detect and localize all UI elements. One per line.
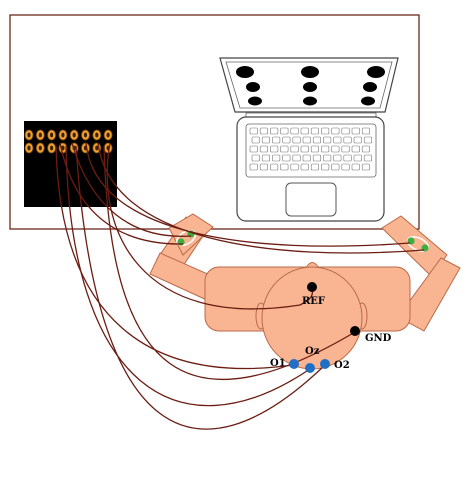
oz-electrode [305,363,315,373]
amplifier-connector-hole [50,145,54,151]
keyboard-key [341,127,350,135]
keyboard-key [321,127,330,135]
amplifier-connector-hole [95,145,99,151]
wire-right-wrist-1 [85,142,411,247]
keyboard-key [323,154,332,162]
keyboard-key [331,145,340,153]
wire-o2 [75,145,326,430]
keyboard-key [272,136,281,144]
keyboard-key [300,163,309,171]
keyboard-key [270,163,279,171]
flicker-stimulus-icon [236,66,385,106]
keyboard-key [259,163,269,171]
keyboard-key [292,154,301,162]
electrode-wires [55,142,425,430]
keyboard-key [282,154,291,162]
keyboard-key [259,127,269,135]
keyboard-key [351,163,360,171]
keyboard-key [333,154,342,162]
keyboard-key [300,145,309,153]
keyboard-key [310,145,320,153]
keyboard-key [290,127,299,135]
keyboard-key [310,163,320,171]
amplifier-connector-hole [61,132,65,138]
keyboard-key [312,154,322,162]
amplifier-connector-hole [61,145,65,151]
keyboard-key [321,145,330,153]
keyboard-key [302,136,311,144]
wire-left-wrist-2 [71,142,192,237]
head [255,262,368,370]
keyboard-key [312,136,322,144]
o2-electrode [320,359,330,369]
keyboard-key [361,145,371,153]
laptop-touchpad [285,182,337,217]
keyboard-key [343,136,352,144]
amplifier-connector-hole [50,132,54,138]
right-upper-arm [397,257,461,332]
keyboard-key [351,145,360,153]
keyboard-key [280,127,289,135]
keyboard-key [261,154,271,162]
keyboard-key [333,136,342,144]
keyboard-key [323,136,332,144]
keyboard-key [251,136,260,144]
gnd-electrode [350,326,360,336]
wire-oz [65,145,311,407]
keyboard-key [251,154,260,162]
wire-right-wrist-2 [97,142,425,254]
keyboard-key [343,154,352,162]
keyboard-key [353,154,362,162]
keyboard-key [270,145,279,153]
keyboard-key [302,154,311,162]
gnd-label: GND [365,333,392,344]
ref-label: REF [302,296,325,307]
keyboard-key [351,127,360,135]
keyboard-key [331,127,340,135]
keyboard-key [353,136,362,144]
keyboard-key [331,163,340,171]
keyboard-key [310,127,320,135]
o2-label: O2 [334,360,350,371]
keyboard-key [249,163,258,171]
amplifier-connector-hole [106,132,110,138]
keyboard-key [282,136,291,144]
keyboard-key [361,163,371,171]
keyboard-keys [249,127,373,171]
keyboard-key [270,127,279,135]
amplifier-connector-hole [95,132,99,138]
keyboard-key [261,136,271,144]
amplifier-connector-hole [27,145,31,151]
keyboard-key [292,136,301,144]
amplifier-connector-hole [27,132,31,138]
keyboard-key [341,145,350,153]
wire-o1 [55,145,294,370]
o1-electrode [289,359,299,369]
o1-label: O1 [270,358,286,369]
oz-label: Oz [305,346,320,357]
keyboard-key [272,154,281,162]
amplifier-connector-hole [72,132,76,138]
keyboard-key [280,145,289,153]
keyboard-key [259,145,269,153]
amplifier-connector-hole [38,145,42,151]
right-forearm [381,215,448,277]
keyboard-key [280,163,289,171]
keyboard-key [290,163,299,171]
keyboard-key [321,163,330,171]
keyboard-key [363,136,373,144]
keyboard-key [341,163,350,171]
amplifier-connector-hole [38,132,42,138]
laptop-icon [219,57,399,222]
keyboard-key [361,127,371,135]
ref-electrode [307,282,317,292]
keyboard-key [249,127,258,135]
keyboard-key [363,154,373,162]
keyboard-key [290,145,299,153]
keyboard-key [249,145,258,153]
keyboard-key [300,127,309,135]
wire-ref [106,142,314,310]
amplifier-connector-hole [83,132,88,138]
